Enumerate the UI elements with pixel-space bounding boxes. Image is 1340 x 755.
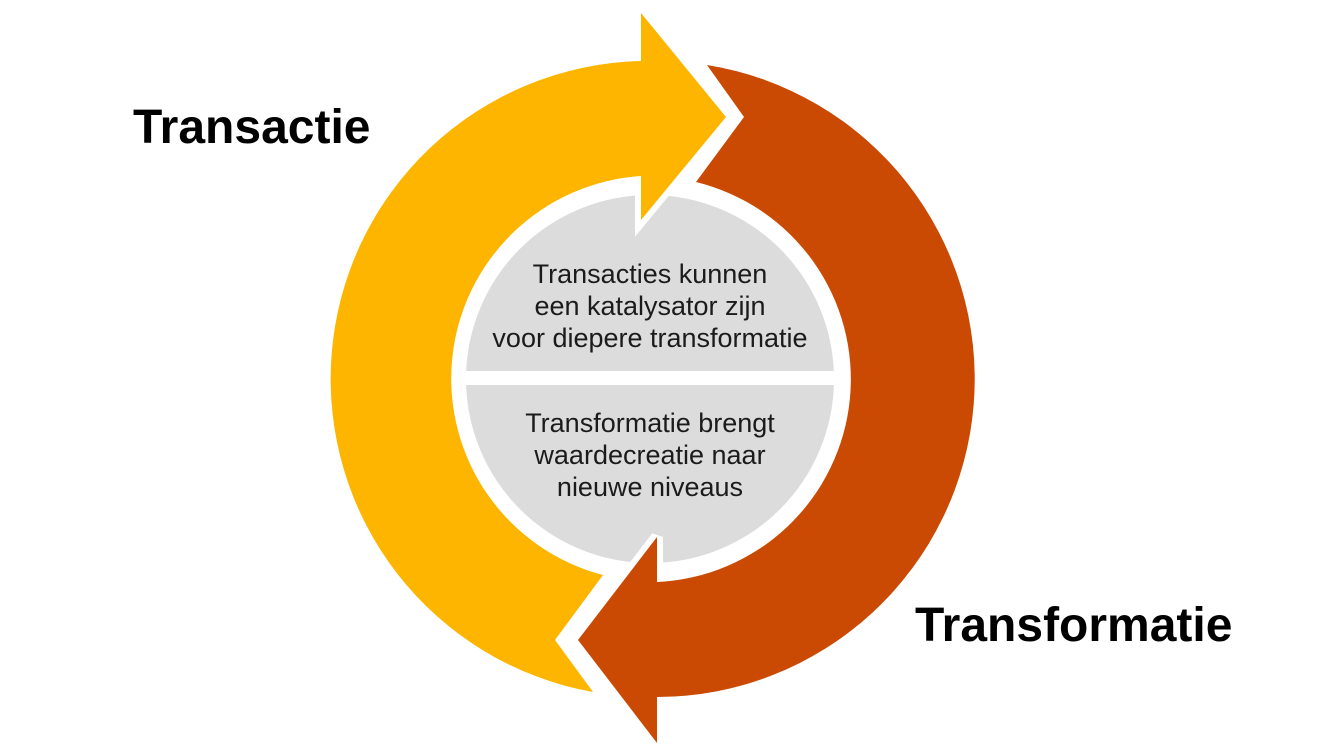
center-text-bottom: Transformatie brengt waardecreatie naar … <box>450 407 850 503</box>
center-text-top: Transacties kunnen een katalysator zijn … <box>450 258 850 354</box>
center-text-bottom-line: nieuwe niveaus <box>556 472 744 502</box>
transformatie-arrow <box>570 56 981 747</box>
center-text-bottom-line: Transformatie brengt <box>525 408 775 438</box>
circle-divider <box>440 371 860 385</box>
transactie-label: Transactie <box>133 101 371 154</box>
transactie-arrow <box>324 0 734 701</box>
transformatie-label: Transformatie <box>915 599 1233 652</box>
center-text-top-line: een katalysator zijn <box>534 291 766 321</box>
center-text-top-line: voor diepere transformatie <box>492 323 808 353</box>
center-text-bottom-line: waardecreatie naar <box>534 440 766 470</box>
center-text-top-line: Transacties kunnen <box>532 259 768 289</box>
